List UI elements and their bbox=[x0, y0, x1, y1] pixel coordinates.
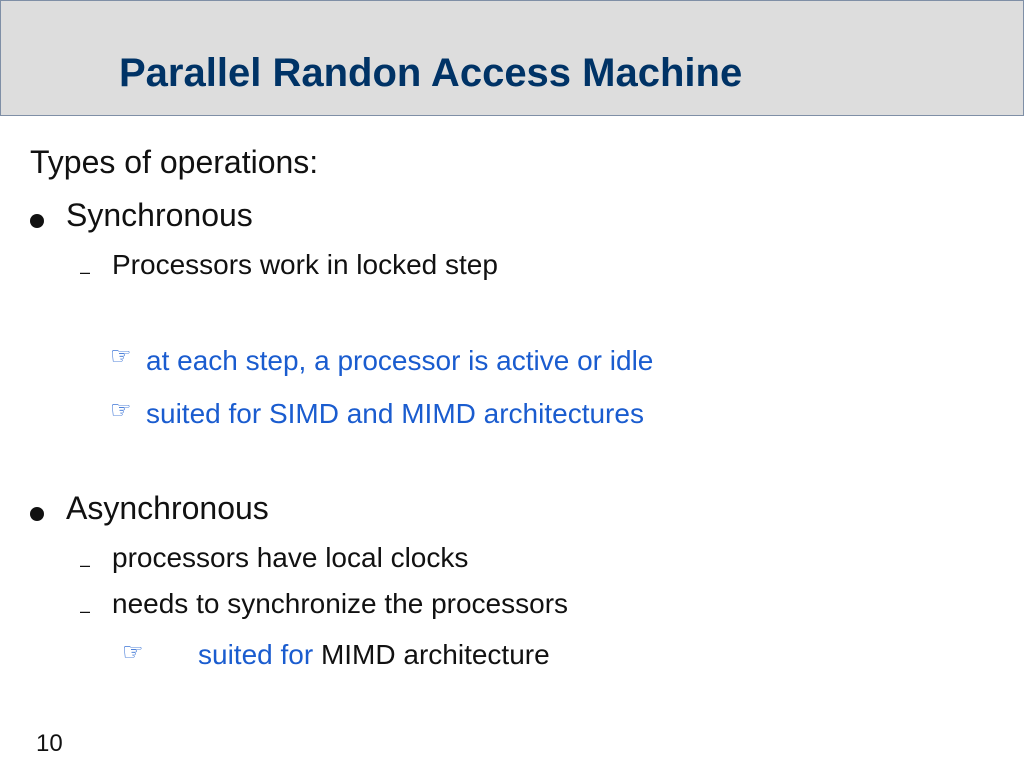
pointing-hand-icon: ☞ bbox=[110, 342, 132, 370]
pointing-hand-icon: ☞ bbox=[122, 638, 144, 666]
dash-icon: – bbox=[80, 262, 91, 282]
asynchronous-note-prefix: suited for bbox=[198, 639, 314, 670]
bullet-icon bbox=[30, 214, 44, 228]
pointing-hand-icon: ☞ bbox=[110, 396, 132, 424]
asynchronous-sub-1: processors have local clocks bbox=[112, 542, 469, 573]
synchronous-label: Synchronous bbox=[66, 197, 253, 233]
synchronous-note-2: suited for SIMD and MIMD architectures bbox=[146, 398, 644, 429]
asynchronous-note-suffix: MIMD architecture bbox=[320, 639, 550, 670]
intro-text: Types of operations: bbox=[30, 144, 319, 180]
slide-title: Parallel Randon Access Machine bbox=[119, 51, 743, 95]
asynchronous-note: suited for MIMD architecture bbox=[198, 639, 550, 671]
bullet-icon bbox=[30, 507, 44, 521]
page-number: 10 bbox=[36, 730, 63, 757]
asynchronous-sub-2: needs to synchronize the processors bbox=[112, 588, 569, 619]
asynchronous-label: Asynchronous bbox=[66, 490, 269, 526]
dash-icon: – bbox=[80, 555, 91, 575]
synchronous-note-1: at each step, a processor is active or i… bbox=[146, 345, 654, 376]
slide-title-bar: Parallel Randon Access Machine bbox=[0, 0, 1024, 116]
dash-icon: – bbox=[80, 601, 91, 621]
synchronous-sub: Processors work in locked step bbox=[112, 249, 498, 280]
